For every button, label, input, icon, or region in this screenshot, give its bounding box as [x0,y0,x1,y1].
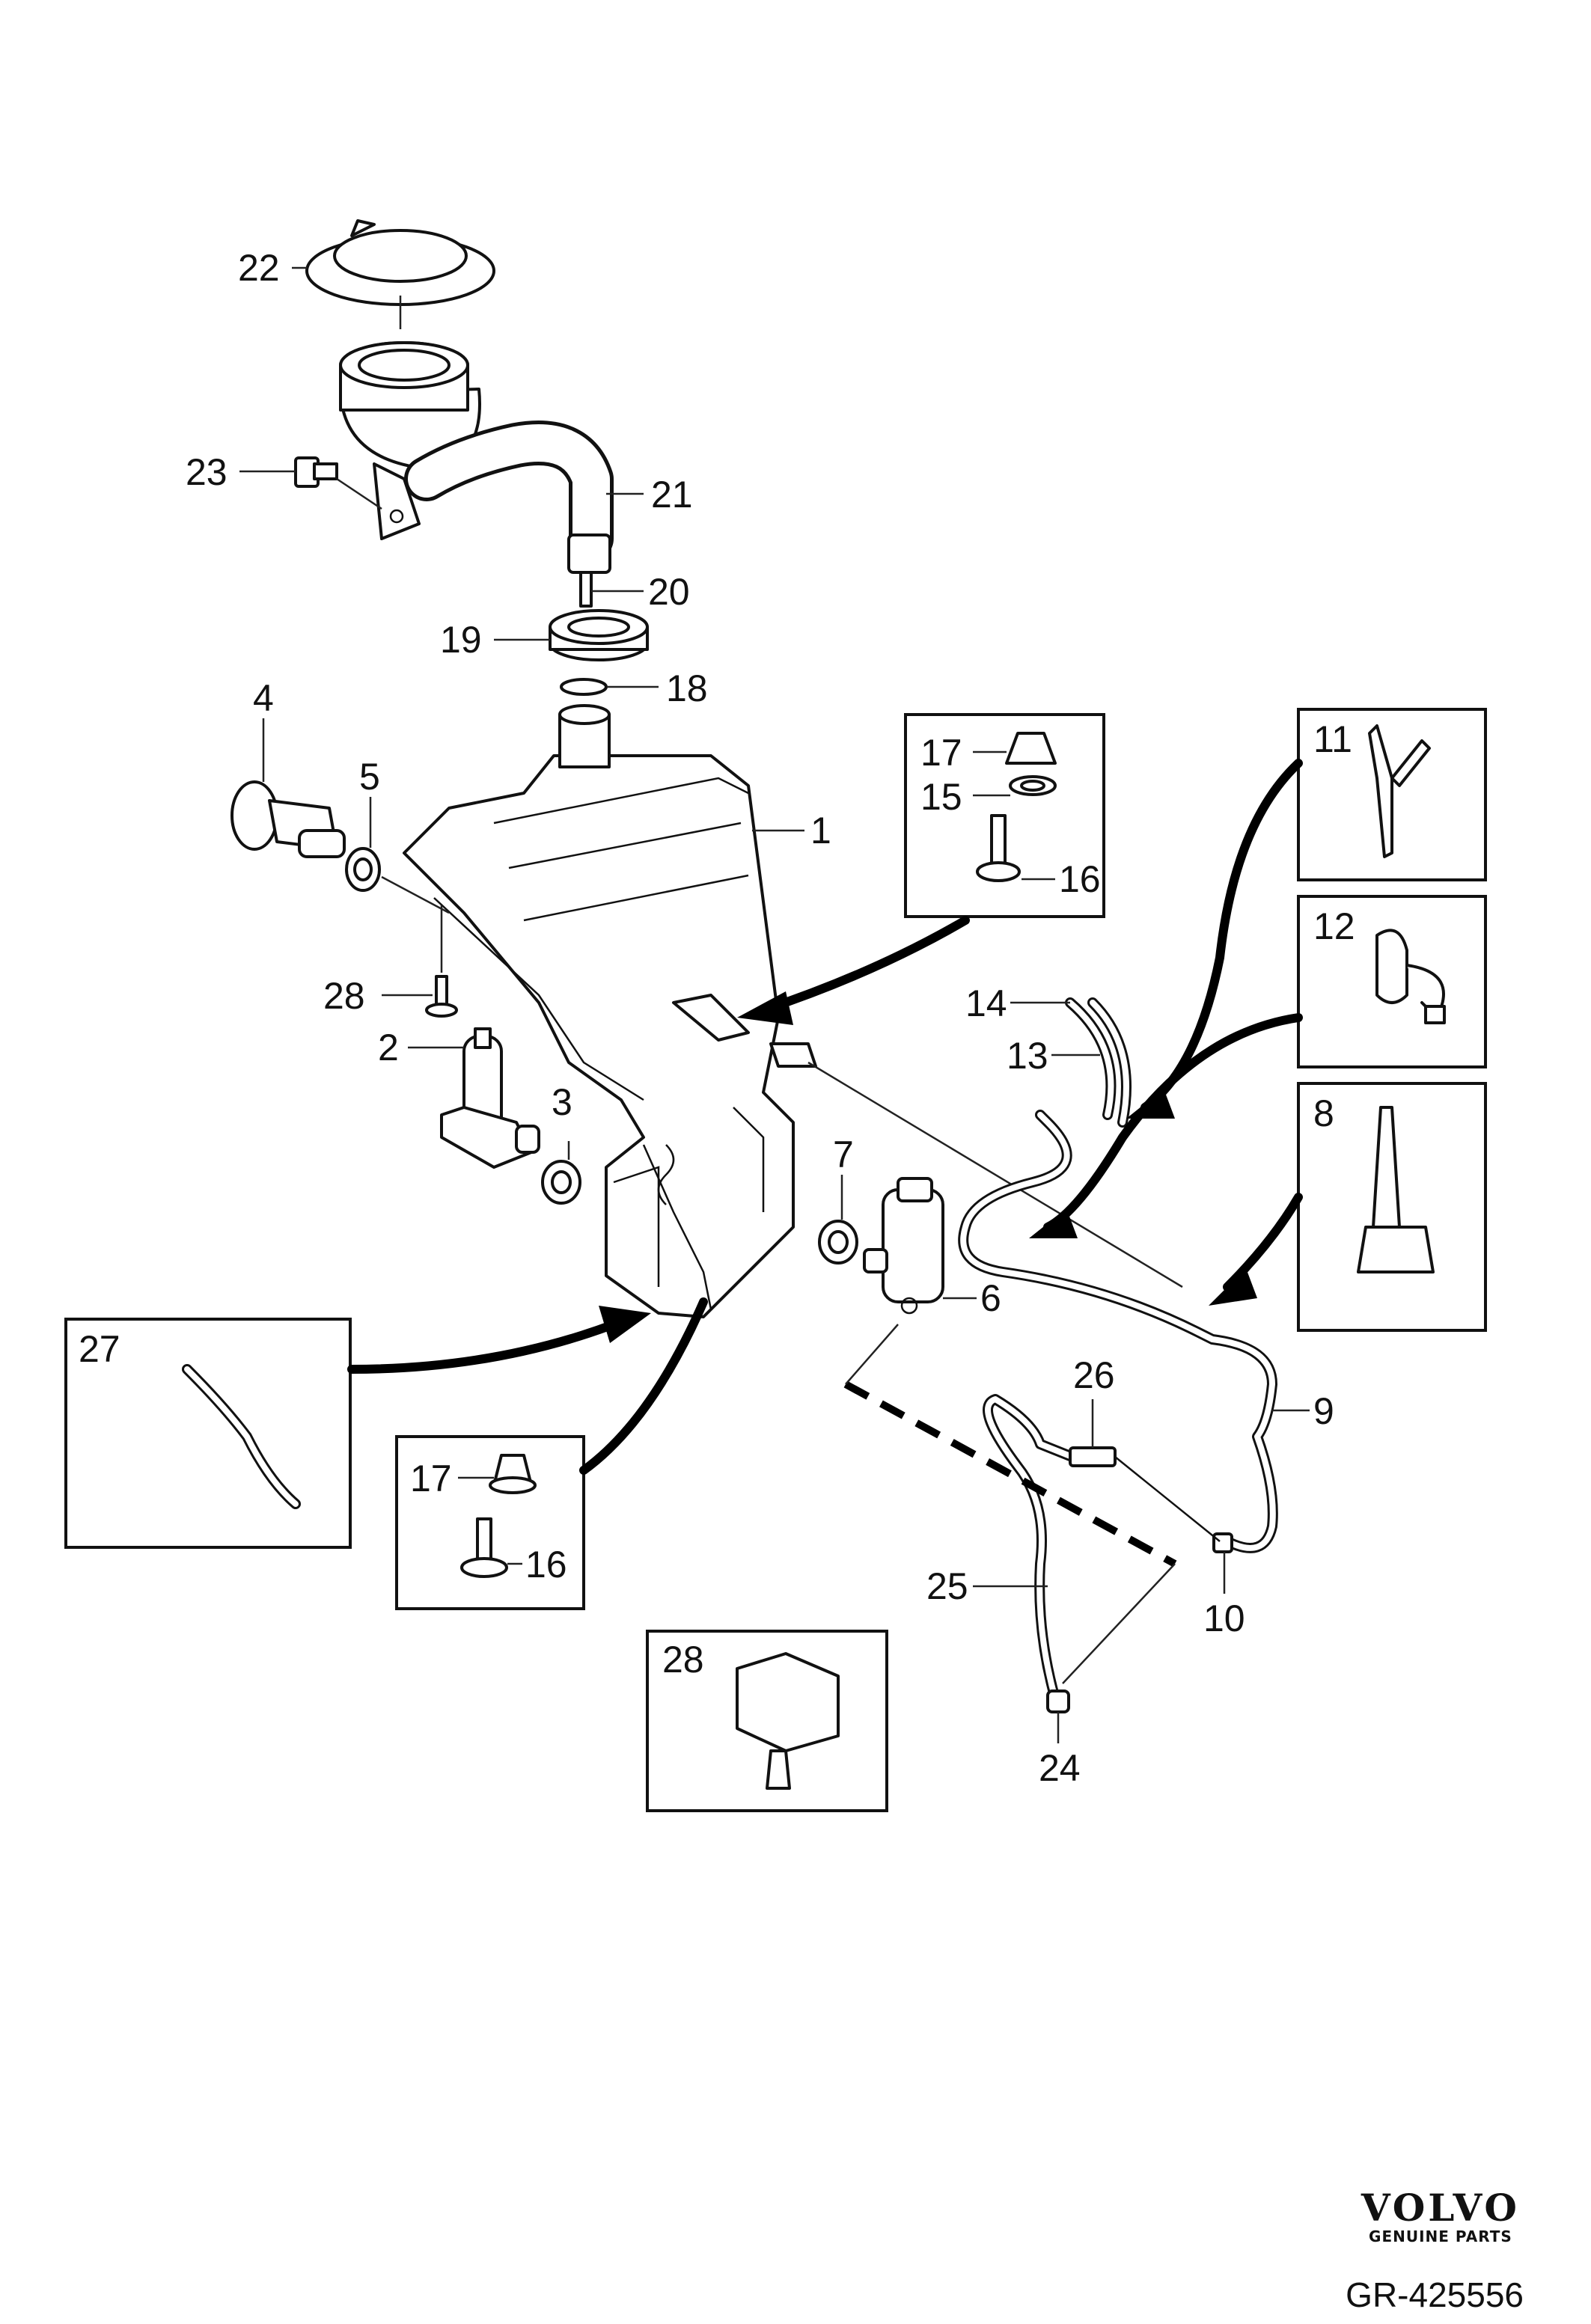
callout-16-top: 16 [1059,858,1101,900]
arrow-box-11 [1126,759,1303,1119]
callout-16-bottom: 16 [525,1544,567,1585]
arrow-box-27 [347,1306,651,1374]
arrow-top-box [737,916,970,1025]
callout-17-top: 17 [920,732,962,774]
detail-box-clip-8 [1297,1082,1487,1332]
callout-13: 13 [1007,1035,1048,1077]
callout-28: 28 [323,975,365,1017]
seal-19 [549,609,649,661]
washer-hose-9 [958,1110,1278,1553]
filler-hose [404,421,614,574]
callout-1: 1 [810,810,831,851]
callout-14: 14 [965,982,1007,1024]
callout-6: 6 [980,1277,1001,1319]
washer-pump-2 [440,1027,540,1169]
detail-box-clip-12 [1297,895,1487,1068]
grommet-3 [541,1160,581,1205]
callout-21: 21 [651,474,693,516]
callout-12: 12 [1313,905,1355,947]
filler-cap [305,219,495,306]
washer-reservoir [403,704,817,1318]
bolt-23 [294,456,338,488]
pipe-26 [1069,1446,1221,1542]
grommet-5 [345,847,381,892]
grommet-7 [818,1220,858,1265]
brand-logo: VOLVO GENUINE PARTS [1361,2186,1520,2246]
detail-box-hose-27 [64,1318,352,1549]
reference-number: GR-425556 [1346,2275,1524,2314]
callout-19: 19 [440,619,482,661]
callout-8: 8 [1313,1092,1334,1134]
filler-neck [339,341,481,540]
callout-9: 9 [1313,1390,1334,1432]
callout-20: 20 [648,571,690,613]
detail-box-fasteners-bottom [395,1435,585,1610]
washer-hose-13-14 [1065,997,1132,1128]
arrow-box-8 [1209,1193,1303,1306]
arrow-box-12 [1029,1013,1303,1238]
callout-2: 2 [378,1027,399,1068]
detail-box-y-connector [1297,708,1487,881]
callout-28-box: 28 [662,1639,704,1681]
callout-11: 11 [1313,718,1352,760]
callout-22: 22 [238,247,280,289]
callout-27: 27 [79,1328,120,1370]
callout-18: 18 [666,667,708,709]
callout-24: 24 [1039,1747,1081,1789]
washer-pump-6 [863,1177,944,1315]
callout-23: 23 [186,451,227,493]
callout-3: 3 [552,1081,572,1123]
screw-28 [425,975,458,1018]
arrow-box-bottom [579,1297,708,1475]
callout-10: 10 [1203,1597,1245,1639]
callout-15: 15 [920,776,962,818]
brand-name: VOLVO [1361,2186,1520,2230]
callout-7: 7 [833,1134,854,1175]
callout-4: 4 [253,677,274,719]
detail-box-fasteners-top [904,713,1105,918]
detail-box-clip-28 [646,1630,888,1812]
washer-hose-25 [983,1394,1083,1713]
callout-26: 26 [1073,1354,1115,1396]
callout-17-bottom: 17 [410,1458,452,1499]
callout-25: 25 [926,1565,968,1607]
brand-subtitle: GENUINE PARTS [1369,2227,1512,2245]
callout-5: 5 [359,756,380,798]
level-sensor [230,780,346,858]
